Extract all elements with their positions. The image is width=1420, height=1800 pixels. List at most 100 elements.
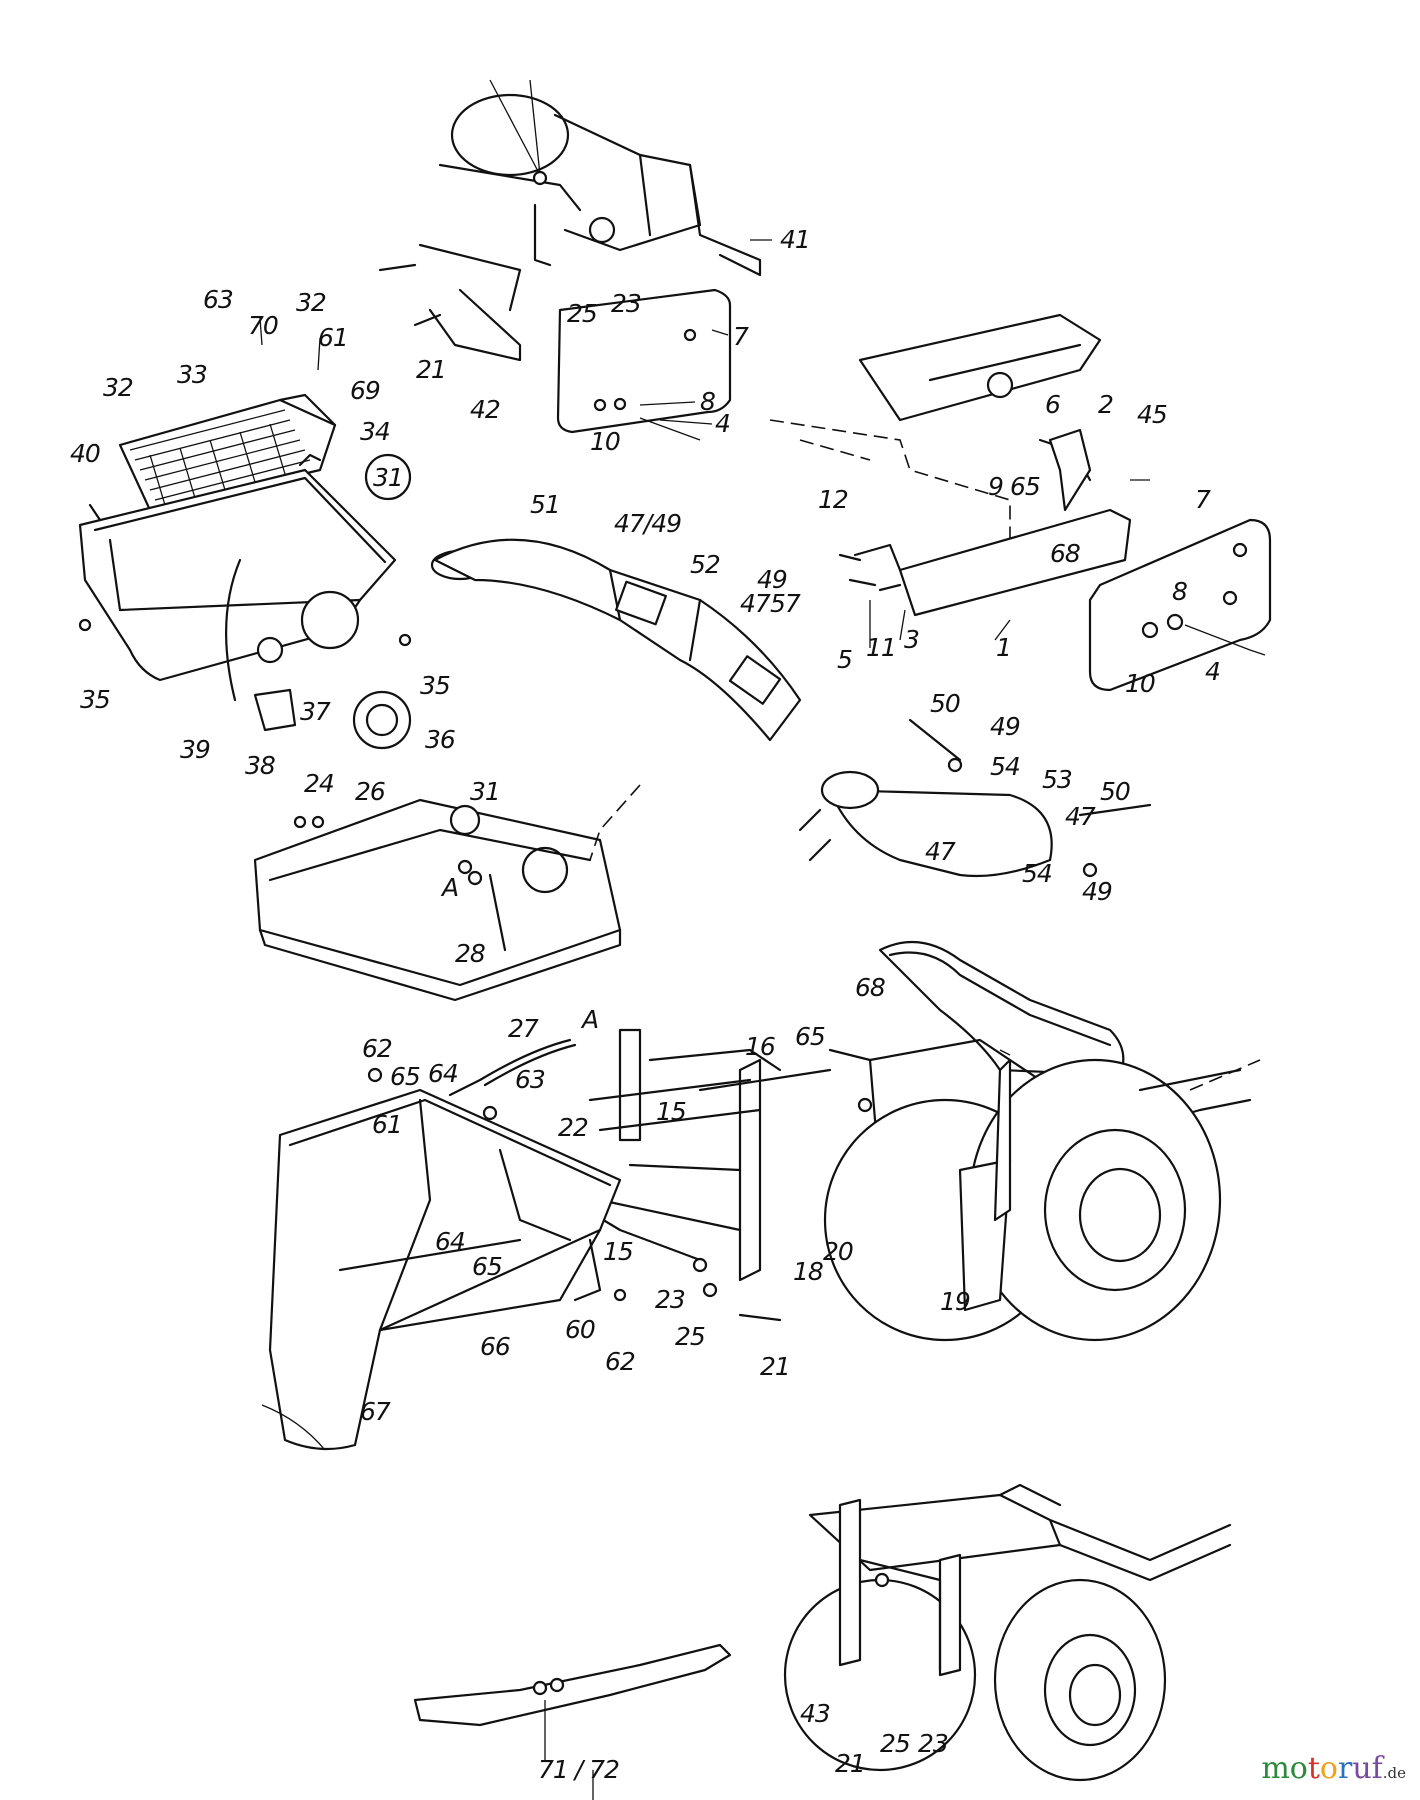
top-bracket-assembly <box>378 79 762 441</box>
callout-7b: 7 <box>1195 485 1211 514</box>
callout-40: 40 <box>70 439 100 468</box>
callout-25: 25 <box>567 299 597 328</box>
callout-50b: 50 <box>1100 777 1130 806</box>
callout-9: 9 <box>988 472 1003 501</box>
callout-69: 69 <box>350 376 380 405</box>
callout-3: 3 <box>904 625 919 654</box>
callout-8: 8 <box>700 387 715 416</box>
callout-31b: 31 <box>470 777 500 806</box>
callout-47c: 47 <box>925 837 956 866</box>
callout-10: 10 <box>590 427 620 456</box>
callout-11: 11 <box>866 633 896 662</box>
callout-27: 27 <box>508 1014 539 1043</box>
callout-54: 54 <box>990 752 1020 781</box>
callout-22: 22 <box>558 1113 588 1142</box>
tractor-rear-lower <box>783 1483 1232 1782</box>
callout-57: 57 <box>770 589 801 618</box>
callout-7: 7 <box>733 322 749 351</box>
callout-15b: 15 <box>603 1237 633 1266</box>
callout-4b: 4 <box>1205 657 1220 686</box>
callout-33: 33 <box>177 360 207 389</box>
callout-21b: 21 <box>760 1352 790 1381</box>
callout-10b: 10 <box>1125 669 1155 698</box>
callout-52: 52 <box>690 550 720 579</box>
rear-weight-assembly <box>769 313 1272 692</box>
callout-51: 51 <box>530 490 560 519</box>
callout-23b: 23 <box>655 1285 685 1314</box>
callout-49b: 49 <box>990 712 1020 741</box>
grass-bag <box>268 1067 627 1451</box>
callout-67: 67 <box>360 1397 391 1426</box>
callout-23c: 23 <box>918 1729 948 1758</box>
callout-23: 23 <box>611 289 641 318</box>
callout-35: 35 <box>80 685 110 714</box>
callout-6: 6 <box>1045 390 1060 419</box>
callout-49: 49 <box>757 565 787 594</box>
callout-49c: 49 <box>1082 877 1112 906</box>
callout-61: 61 <box>318 323 348 352</box>
callout-32: 32 <box>296 288 326 317</box>
callout-A-b: A <box>580 1005 598 1034</box>
catcher-body <box>253 784 641 1002</box>
callout-32b: 32 <box>103 373 133 402</box>
callout-16: 16 <box>745 1032 775 1061</box>
callout-25b: 25 <box>675 1322 705 1351</box>
callout-65d: 65 <box>472 1252 502 1281</box>
callout-15: 15 <box>656 1097 686 1126</box>
callout-42: 42 <box>470 395 500 424</box>
callout-21: 21 <box>416 355 446 384</box>
tractor-rear-seat <box>823 940 1261 1342</box>
callout-34: 34 <box>360 417 390 446</box>
callout-53: 53 <box>1042 765 1072 794</box>
callout-54b: 54 <box>1022 859 1052 888</box>
mower-blade <box>261 1404 732 1800</box>
callout-43: 43 <box>800 1699 830 1728</box>
callout-37: 37 <box>300 697 331 726</box>
callout-25c: 25 <box>880 1729 910 1758</box>
callout-41: 41 <box>780 225 810 254</box>
callout-21c: 21 <box>835 1749 865 1778</box>
callout-4: 4 <box>715 409 730 438</box>
callout-68b: 68 <box>855 973 885 1002</box>
callout-65b: 65 <box>795 1022 825 1051</box>
callout-38: 38 <box>245 751 275 780</box>
callout-18: 18 <box>793 1257 823 1286</box>
callout-5: 5 <box>837 645 852 674</box>
motoruf-watermark: motoruf.de <box>1261 1751 1406 1786</box>
callout-36: 36 <box>425 725 455 754</box>
leader-lines <box>259 239 1150 1760</box>
callout-50: 50 <box>930 689 960 718</box>
callout-63: 63 <box>203 285 233 314</box>
callout-71-72: 71 / 72 <box>538 1755 619 1784</box>
callout-31: 31 <box>373 463 403 492</box>
callout-62: 62 <box>362 1034 392 1063</box>
callout-28: 28 <box>455 939 485 968</box>
callout-1: 1 <box>996 633 1011 662</box>
callout-26: 26 <box>355 777 385 806</box>
callout-70: 70 <box>248 311 278 340</box>
callout-47-49: 47/49 <box>614 509 681 538</box>
callout-62b: 62 <box>605 1347 635 1376</box>
callout-60: 60 <box>565 1315 595 1344</box>
callout-31-circle <box>364 453 412 501</box>
callout-35b: 35 <box>420 671 450 700</box>
callout-labels: 41 23 25 7 21 42 8 4 10 63 70 32 61 33 3… <box>70 225 1221 1784</box>
callout-65c: 65 <box>390 1062 420 1091</box>
callout-8b: 8 <box>1172 577 1187 606</box>
callout-63b: 63 <box>515 1065 545 1094</box>
callout-45: 45 <box>1137 400 1167 429</box>
catcher-frame-assembly <box>78 393 412 750</box>
callout-20: 20 <box>823 1237 853 1266</box>
callout-12: 12 <box>818 485 848 514</box>
callout-65: 65 <box>1010 472 1040 501</box>
callout-A: A <box>440 873 458 902</box>
callout-64b: 64 <box>435 1227 465 1256</box>
callout-39: 39 <box>180 735 210 764</box>
callout-47: 47 <box>740 589 771 618</box>
callout-66: 66 <box>480 1332 510 1361</box>
callout-47b: 47 <box>1065 802 1096 831</box>
callout-19: 19 <box>940 1287 970 1316</box>
callout-68: 68 <box>1050 539 1080 568</box>
callout-24: 24 <box>304 769 334 798</box>
